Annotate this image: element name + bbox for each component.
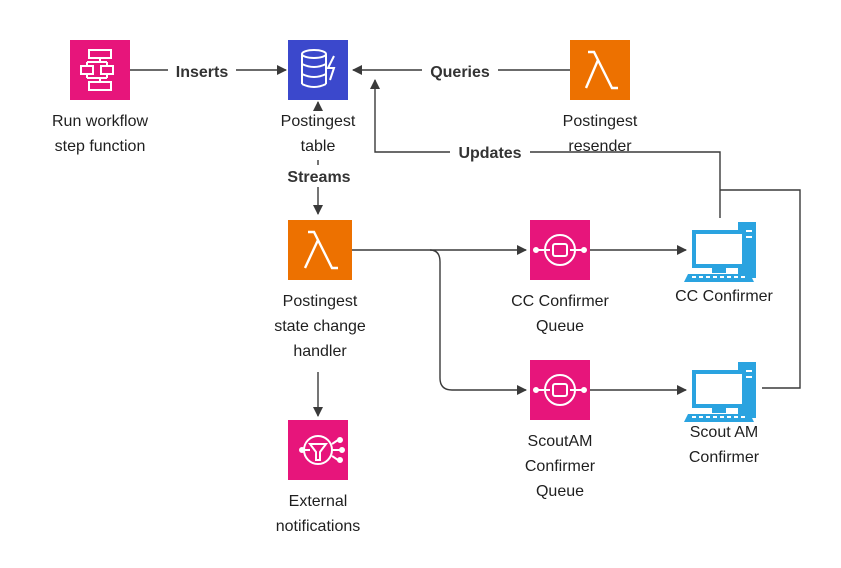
- node-label-line: Run workflow: [52, 113, 148, 130]
- node-resender[interactable]: Postingest resender: [563, 40, 638, 155]
- edges: [130, 65, 801, 417]
- node-label-line: CC Confirmer: [675, 288, 773, 305]
- edge-handler-scout-queue: [429, 249, 527, 395]
- node-label-line: Confirmer: [689, 449, 760, 466]
- node-label-line: resender: [568, 138, 632, 155]
- node-label-line: table: [301, 138, 336, 155]
- node-label-line: ScoutAM: [528, 433, 593, 450]
- node-label-line: External: [289, 493, 348, 510]
- node-label-line: Postingest: [283, 293, 358, 310]
- node-label-line: Queue: [536, 483, 584, 500]
- client-computer-icon: [684, 362, 756, 422]
- node-label-line: Confirmer: [525, 458, 596, 475]
- node-handler[interactable]: Postingest state change handler: [274, 220, 366, 360]
- node-scout-confirmer[interactable]: Scout AM Confirmer: [684, 362, 760, 466]
- lambda-icon: [570, 40, 630, 100]
- node-label-line: Scout AM: [690, 424, 758, 441]
- node-label-line: Queue: [536, 318, 584, 335]
- node-cc-confirmer[interactable]: CC Confirmer: [675, 222, 774, 305]
- edge-label-updates: Updates: [458, 145, 521, 162]
- node-label-line: CC Confirmer: [511, 293, 609, 310]
- edge-label-queries: Queries: [430, 64, 490, 81]
- node-label-line: Postingest: [563, 113, 638, 130]
- node-table[interactable]: Postingest table: [281, 40, 356, 155]
- edge-labels: Inserts Queries Updates Streams: [168, 60, 530, 187]
- node-label-line: Postingest: [281, 113, 356, 130]
- edge-updates-scout: [720, 189, 801, 389]
- client-computer-icon: [684, 222, 756, 282]
- node-scout-queue[interactable]: ScoutAM Confirmer Queue: [525, 360, 596, 500]
- edge-label-streams: Streams: [287, 169, 350, 186]
- node-label-line: handler: [293, 343, 347, 360]
- dynamodb-icon: [288, 40, 348, 100]
- edge-updates-cc: [370, 79, 721, 218]
- node-cc-queue[interactable]: CC Confirmer Queue: [511, 220, 610, 335]
- node-workflow[interactable]: Run workflow step function: [52, 40, 148, 155]
- node-label-line: notifications: [276, 518, 361, 535]
- node-label-line: state change: [274, 318, 366, 335]
- node-label-line: step function: [55, 138, 146, 155]
- lambda-icon: [288, 220, 352, 280]
- node-notifications[interactable]: External notifications: [276, 420, 361, 535]
- edge-label-inserts: Inserts: [176, 64, 229, 81]
